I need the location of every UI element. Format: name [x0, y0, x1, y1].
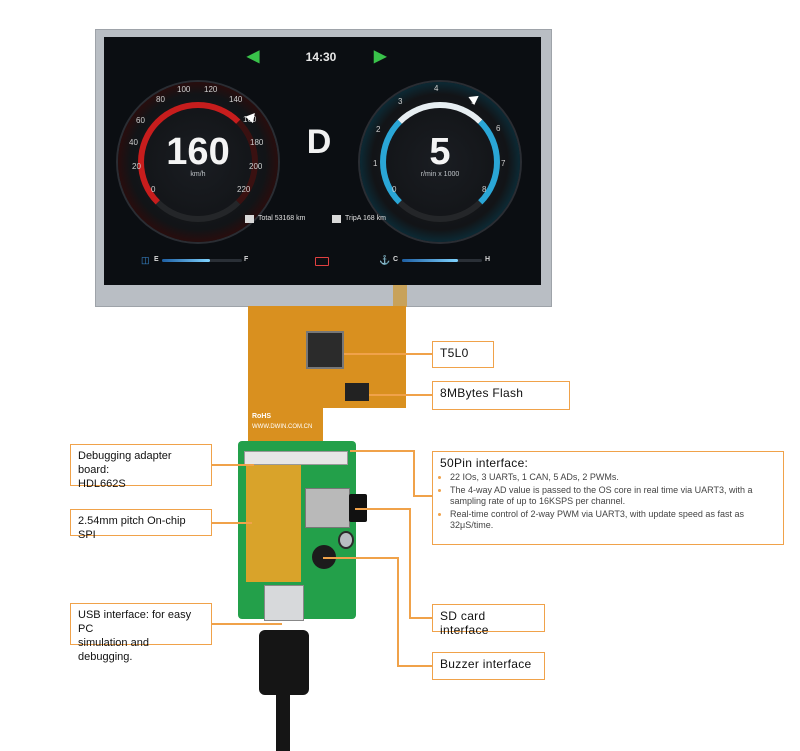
leader-debug: [212, 464, 254, 466]
rpm-tick: 5: [471, 97, 476, 106]
leader-50pin-v: [413, 450, 415, 496]
sd-slot: [305, 488, 350, 528]
callout-debug-board: Debugging adapter board: HDL662S: [70, 444, 212, 490]
fuel-empty-label: E: [154, 256, 159, 263]
pin-feature-item: 22 IOs, 3 UARTs, 1 CAN, 5 ADs, 2 PWMs.: [450, 472, 776, 483]
leader-spi: [212, 522, 252, 524]
callout-spi: 2.54mm pitch On-chip SPI: [70, 509, 212, 541]
usb-label-line2: simulation and debugging.: [78, 637, 149, 663]
usb-label-line1: USB interface: for easy PC: [78, 609, 192, 635]
capacitor: [338, 531, 354, 549]
usb-cable-plug: [259, 630, 309, 695]
rpm-tick: 4: [434, 84, 439, 93]
speed-tick: 60: [136, 116, 145, 125]
temp-hot-label: H: [485, 256, 491, 263]
rpm-tick: 6: [496, 124, 501, 133]
clock-time: 14:30: [305, 50, 337, 64]
t5l0-chip: [306, 331, 344, 369]
speed-tick: 40: [129, 138, 138, 147]
leader-sd-h: [355, 508, 410, 510]
leader-buzzer-h: [323, 557, 398, 559]
touch-fpc-tail: [393, 285, 407, 307]
leader-t5l0: [344, 353, 432, 355]
speed-tick: 0: [151, 185, 156, 194]
leader-flash: [369, 394, 432, 396]
total-mileage: Total 53168 km: [258, 215, 306, 222]
leader-50pin-h2: [413, 495, 432, 497]
speed-tick: 100: [177, 85, 191, 94]
pin-feature-item: Real-time control of 2-way PWM via UART3…: [450, 509, 776, 531]
speed-tick: 180: [250, 138, 264, 147]
trip-mileage: TripA 168 km: [345, 215, 386, 222]
flash-chip: [345, 383, 369, 401]
temp-level-bar: [402, 259, 458, 262]
usb-cable: [276, 693, 290, 751]
rpm-tick: 3: [398, 97, 403, 106]
pin-title: 50Pin interface:: [440, 456, 529, 470]
callout-t5l0: T5L0: [432, 341, 494, 368]
callout-sd: SD card interface: [432, 604, 545, 637]
rpm-unit: r/min x 1000: [420, 171, 460, 178]
pin-header-area: [246, 462, 301, 582]
rpm-tick: 8: [482, 185, 487, 194]
road-icon: [245, 215, 254, 223]
callout-buzzer: Buzzer interface: [432, 652, 545, 680]
debug-label-line1: Debugging adapter board:: [78, 450, 172, 476]
turn-right-icon: ▶: [374, 48, 387, 65]
leader-sd-v: [409, 508, 411, 618]
speed-tick: 80: [156, 95, 165, 104]
fuel-level-bar: [162, 259, 210, 262]
debug-label-line2: HDL662S: [78, 478, 126, 490]
battery-icon: [315, 257, 329, 266]
leader-sd-h2: [409, 617, 432, 619]
temp-cold-label: C: [393, 256, 399, 263]
speedometer-ring: [138, 102, 258, 222]
fuel-full-label: F: [244, 256, 249, 263]
turn-left-icon: ◀: [247, 48, 260, 65]
rpm-value: 5: [429, 131, 451, 173]
trip-icon: [332, 215, 341, 223]
rpm-tick: 2: [376, 125, 381, 134]
speed-tick: 160: [243, 115, 257, 124]
speed-tick: 140: [229, 95, 243, 104]
speed-value: 160: [166, 131, 230, 173]
leader-buzzer-h2: [397, 665, 432, 667]
usb-port: [264, 585, 304, 621]
tachometer-ring: [380, 102, 500, 222]
gear-indicator: D: [306, 123, 332, 161]
speed-tick: 200: [249, 162, 263, 171]
rohs-mark: RoHS: [252, 413, 272, 420]
fpc-board-lower: [248, 406, 323, 446]
fpc-connector: [244, 451, 348, 465]
callout-50pin: 50Pin interface: 22 IOs, 3 UARTs, 1 CAN,…: [432, 451, 784, 545]
speed-tick: 220: [237, 185, 251, 194]
lcd-screen: ◀ 14:30 ▶ 160 km/h 0 20 40 60 80 100 120…: [104, 37, 541, 285]
callout-flash: 8MBytes Flash: [432, 381, 570, 410]
pin-feature-item: The 4-way AD value is passed to the OS c…: [450, 485, 776, 507]
pin-feature-list: 22 IOs, 3 UARTs, 1 CAN, 5 ADs, 2 PWMs. T…: [440, 472, 776, 531]
rpm-tick: 0: [392, 185, 397, 194]
speed-unit: km/h: [190, 171, 206, 178]
pcb-url: WWW.DWIN.COM.CN: [252, 424, 313, 430]
leader-50pin-h: [350, 450, 414, 452]
leader-usb: [212, 623, 282, 625]
speed-tick: 20: [132, 162, 141, 171]
rpm-tick: 1: [373, 159, 378, 168]
temperature-icon: ⚓: [379, 255, 391, 265]
speed-tick: 120: [204, 85, 218, 94]
fuel-icon: ◫: [141, 255, 150, 265]
leader-buzzer-v: [397, 557, 399, 666]
rpm-tick: 7: [501, 159, 506, 168]
callout-usb: USB interface: for easy PC simulation an…: [70, 603, 212, 663]
